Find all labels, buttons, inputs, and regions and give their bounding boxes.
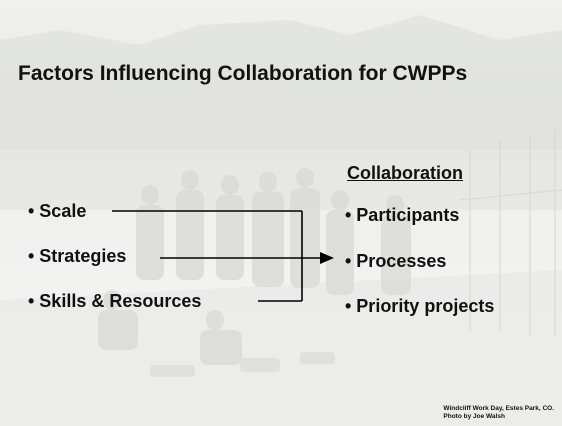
slide-title: Factors Influencing Collaboration for CW…	[18, 62, 468, 85]
bullet-participants: • Participants	[345, 205, 460, 225]
caption-line-1: Windcliff Work Day, Estes Park, CO.	[443, 405, 554, 412]
caption-line-2: Photo by Joe Walsh	[443, 413, 505, 420]
bullet-strategies: • Strategies	[28, 246, 127, 266]
bullet-priority-projects: • Priority projects	[345, 296, 495, 316]
collaboration-heading: Collaboration	[347, 163, 463, 183]
bullet-processes: • Processes	[345, 251, 447, 271]
bullet-scale: • Scale	[28, 201, 87, 221]
bullet-skills-resources: • Skills & Resources	[28, 291, 202, 311]
photo-caption: Windcliff Work Day, Estes Park, CO. Phot…	[443, 405, 554, 421]
